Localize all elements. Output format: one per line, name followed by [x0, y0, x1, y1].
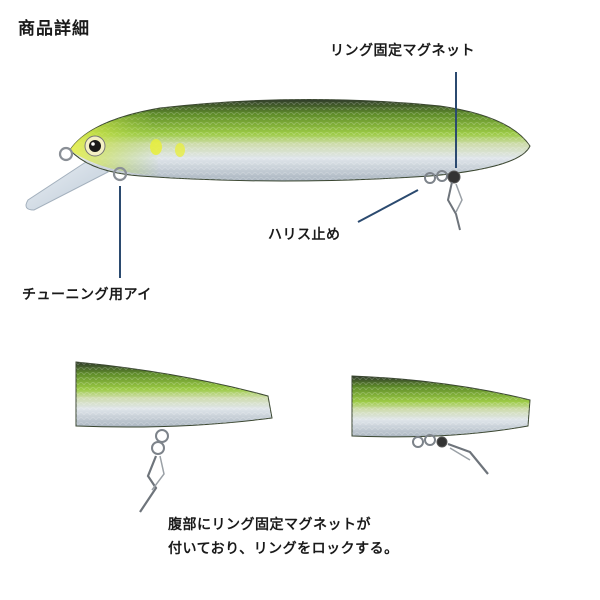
- leader-line-harisu: [357, 189, 419, 223]
- snap-swivel: [424, 170, 463, 231]
- lure-head: [70, 112, 160, 176]
- main-lure: [25, 98, 531, 231]
- detail-view-right: [351, 375, 531, 475]
- description-line-1: 腹部にリング固定マグネットが: [168, 517, 371, 533]
- page-title: 商品詳細: [18, 19, 90, 39]
- tuning-eye: [112, 166, 128, 182]
- diving-lip: [25, 157, 109, 211]
- description: 腹部にリング固定マグネットが 付いており、リングをロックする。: [168, 513, 399, 561]
- line-tie-ring: [58, 146, 74, 162]
- callout-ring-magnet: リング固定マグネット: [330, 43, 475, 59]
- description-line-2: 付いており、リングをロックする。: [168, 541, 399, 557]
- callout-harisu-stop: ハリス止め: [268, 227, 341, 243]
- detail-view-left: [75, 361, 273, 513]
- callout-tuning-eye: チューニング用アイ: [22, 287, 152, 303]
